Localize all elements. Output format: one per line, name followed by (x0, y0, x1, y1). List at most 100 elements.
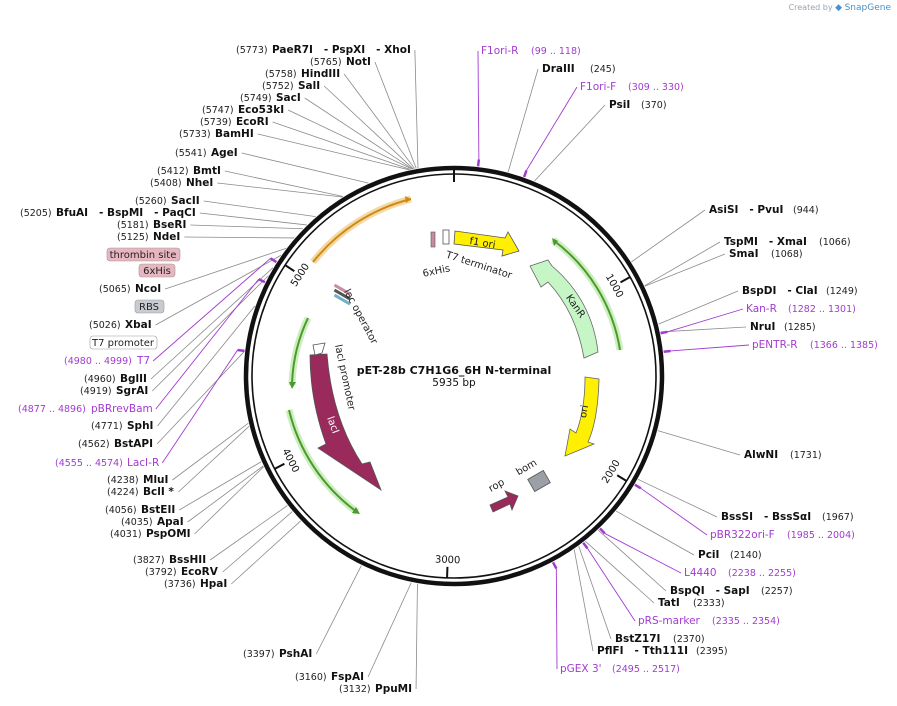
site-leader-line (644, 253, 726, 287)
rbs-label: RBS (139, 302, 159, 313)
site-name: NdeI (153, 231, 180, 243)
tick-label-5000: 5000 (289, 262, 312, 289)
site-pos: (5065) (99, 284, 131, 295)
t7-terminator-marker (442, 229, 450, 245)
primer-leader-line (667, 308, 744, 333)
credit-prefix: Created by (788, 3, 833, 12)
site-name: NotI (346, 56, 371, 68)
leader-lines (150, 49, 750, 690)
primer-name: pBR322ori-F (710, 529, 775, 541)
site-pos: (3827) (133, 555, 165, 566)
f1-ori-label: f1 ori (469, 236, 497, 251)
ori-arrow (564, 376, 600, 457)
laci-promoter-orf-arc (291, 317, 309, 386)
tick-label-1000: 1000 (603, 272, 625, 300)
site-name: ApaI (157, 516, 184, 528)
credit-brand: SnapGene (844, 3, 891, 13)
primer-mark (522, 169, 528, 178)
site-leader-line (209, 505, 288, 561)
site-name: SacII (171, 195, 200, 207)
site-name: XbaI (125, 319, 152, 331)
site-leader-line (534, 104, 606, 182)
site-name: PsiI (609, 99, 630, 111)
site-pos: (3736) (164, 579, 196, 590)
site-name: SphI (127, 420, 153, 432)
primer-leader-line (587, 548, 636, 622)
site-name: PflFI - Tth111I (597, 645, 688, 657)
rbs-marker (333, 293, 351, 306)
site-pos: (4031) (110, 529, 142, 540)
site-name: BssHII (169, 554, 206, 566)
t7-promoter-box (89, 335, 158, 350)
boxed-feature-t7-promoter: T7 promoter (89, 335, 158, 350)
site-pos: (1249) (826, 286, 858, 297)
primer-name: pRS-marker (638, 615, 701, 627)
site-leader-line (179, 461, 262, 511)
site-pos: (5773) (236, 45, 268, 56)
primer-mark (582, 542, 589, 550)
site-leader-line (224, 170, 344, 197)
site-leader-line (414, 49, 419, 169)
ori-label: ori (578, 404, 591, 419)
primer-leader-line (161, 349, 238, 464)
rop-arrow (489, 490, 519, 513)
laci-promoter-orf-halo (288, 316, 312, 386)
primer-name: pENTR-R (752, 339, 798, 351)
site-name: HpaI (200, 578, 227, 590)
site-leader-line (304, 97, 413, 170)
kanr-orf-arrowhead (552, 238, 558, 246)
lac-operator-cluster (333, 283, 351, 306)
his-site-marker (333, 283, 351, 296)
thrombin-site-label: thrombin site (110, 250, 177, 261)
primer-name: F1ori-R (481, 45, 518, 57)
site-name: PpuMI (375, 683, 412, 695)
site-leader-line (343, 73, 416, 169)
primer-range: (4555 .. 4574) (55, 458, 123, 469)
site-leader-line (323, 85, 414, 170)
site-pos: (3397) (243, 649, 275, 660)
primer-leader-line (670, 344, 750, 352)
site-leader-line (157, 305, 256, 427)
site-leader-line (194, 466, 264, 535)
site-pos: (4224) (107, 487, 139, 498)
snapgene-credit: Created by ◆ SnapGene (789, 3, 891, 13)
site-pos: (5758) (265, 69, 297, 80)
site-name: NcoI (135, 283, 161, 295)
orf-arrowhead-orange (405, 196, 411, 203)
site-pos: (4238) (107, 475, 139, 486)
site-leader-line (203, 200, 316, 218)
site-name: HindIII (301, 68, 340, 80)
site-pos: (5260) (135, 196, 167, 207)
site-name: BseRI (153, 219, 186, 231)
his-tag-marker (430, 231, 436, 248)
left-site-labels: (5773) PaeR7I - PspXI - XhoI (5765) NotI… (20, 44, 412, 695)
site-leader-line (658, 290, 739, 325)
tick-label-3000: 3000 (435, 554, 461, 566)
primer-leader-line (526, 86, 578, 171)
site-pos: (3792) (145, 567, 177, 578)
primer-leader-line (555, 568, 558, 670)
primer-name: pGEX 3' (560, 663, 602, 675)
primer-range: (1985 .. 2004) (787, 530, 855, 541)
site-leader-line (367, 582, 412, 678)
site-name: BstZ17I (615, 633, 660, 645)
site-pos: (5747) (202, 105, 234, 116)
site-pos: (5125) (117, 232, 149, 243)
tick-mark (616, 474, 628, 482)
site-name: FspAI (331, 671, 364, 683)
site-leader-line (187, 465, 264, 523)
primer-mark (660, 330, 668, 335)
primer-mark (634, 483, 642, 490)
snapgene-logo-icon: ◆ (835, 3, 843, 13)
laci-arrow (309, 353, 382, 492)
site-leader-line (644, 241, 721, 287)
right-site-labels: DraIII (245) PsiI (370) AsiSI - PvuI (94… (542, 63, 858, 657)
primer-leader-line (477, 50, 480, 160)
site-pos: (1285) (784, 322, 816, 333)
primer-name: pBRrevBam (91, 403, 153, 415)
site-leader-line (222, 511, 293, 573)
site-leader-line (190, 224, 303, 230)
site-name: BstAPI (114, 438, 153, 450)
site-leader-line (637, 478, 718, 518)
site-pos: (245) (590, 64, 616, 75)
